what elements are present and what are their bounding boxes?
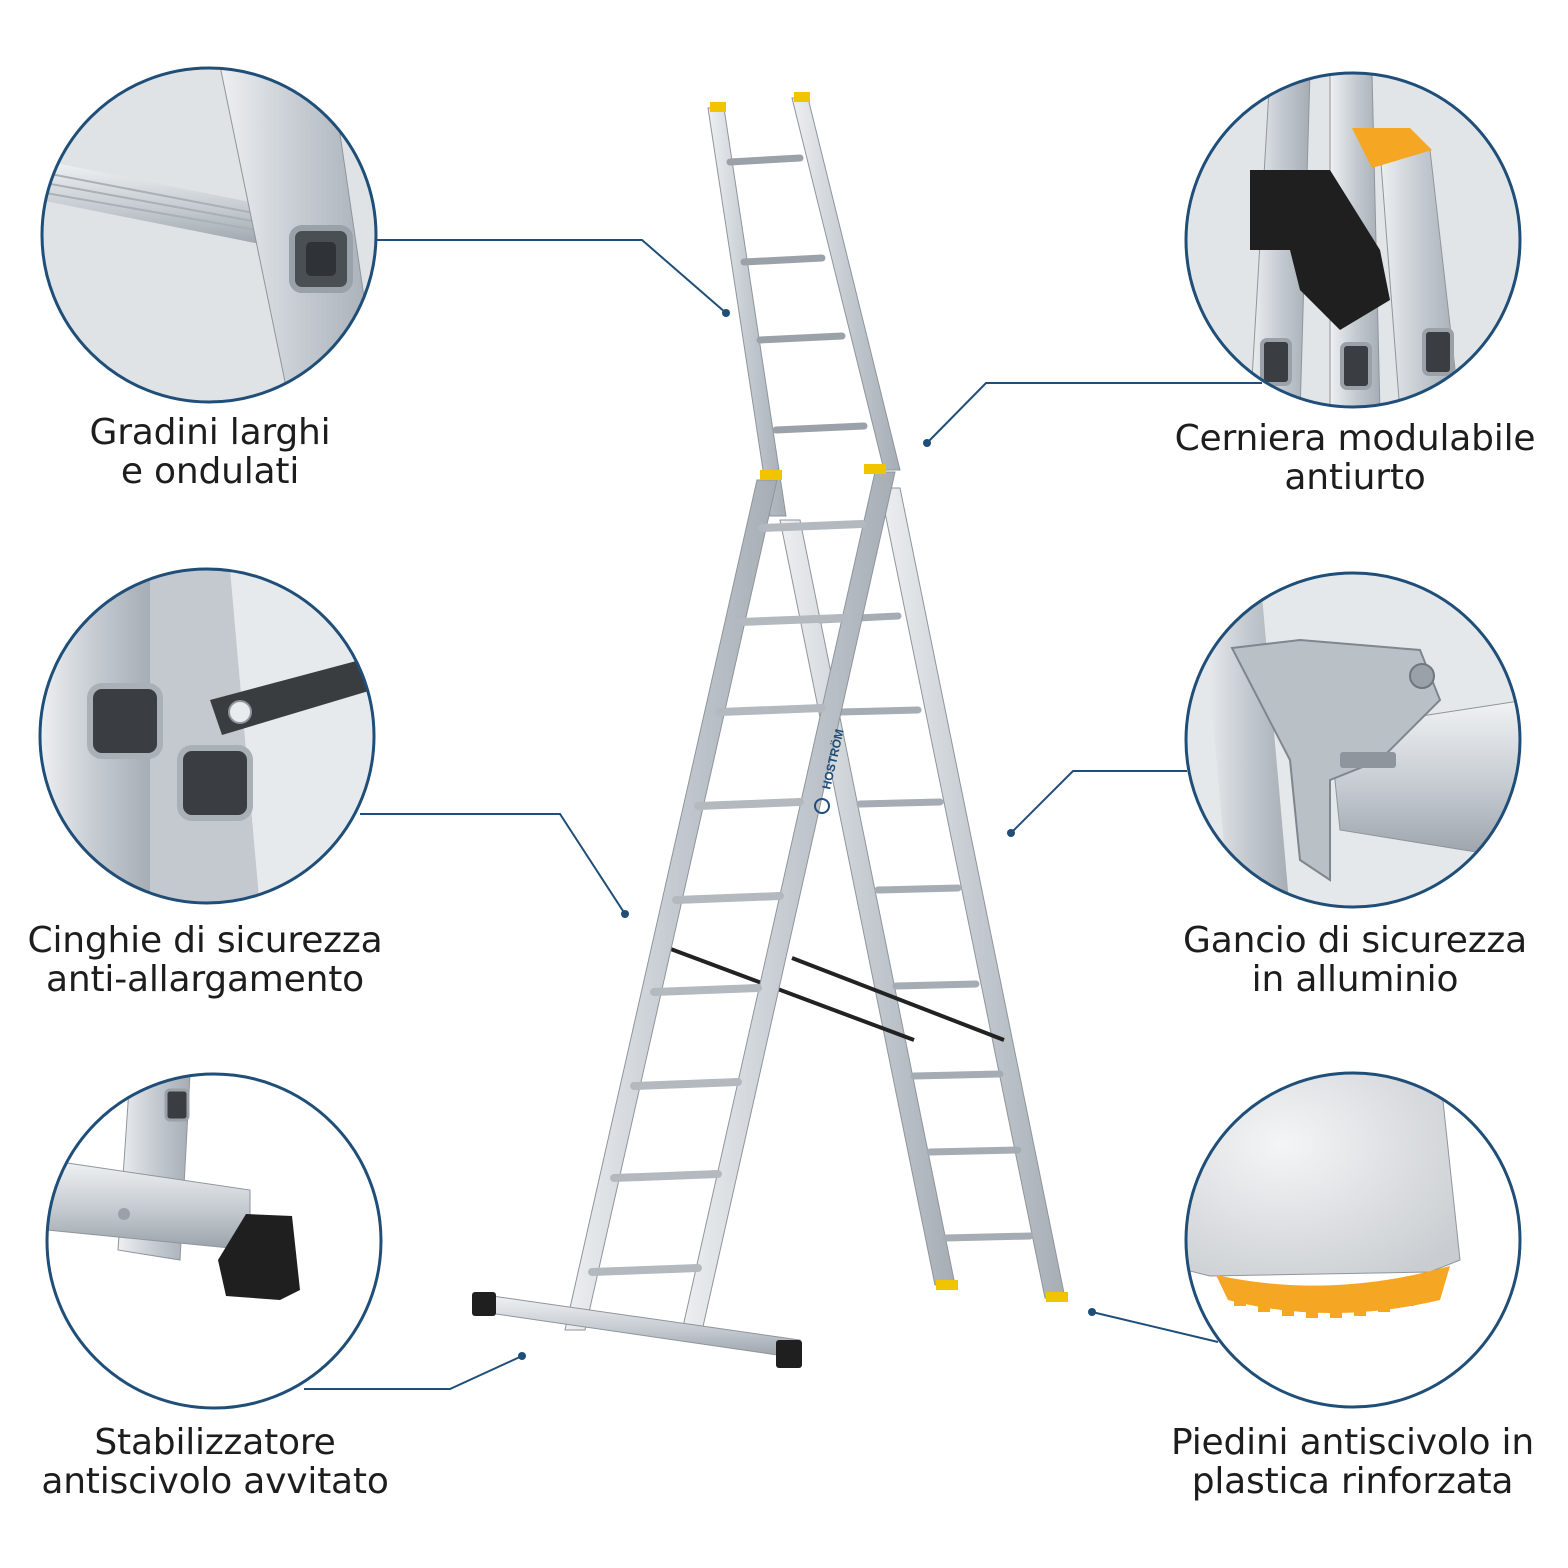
leader-dots — [518, 309, 1096, 1360]
leader-line-hook — [1010, 770, 1187, 834]
caption-safety-hook: Gancio di sicurezza in alluminio — [1160, 921, 1550, 999]
ladder-illustration: HOSTRÖM — [472, 92, 1068, 1368]
detail-circle-hinge — [1184, 71, 1522, 409]
caption-line-1: Cinghie di sicurezza — [27, 920, 383, 961]
leader-line-rungs — [376, 239, 727, 314]
caption-line-1: Cerniera modulabile — [1174, 418, 1536, 459]
detail-circle-rungs — [40, 66, 378, 404]
caption-line-2: plastica rinforzata — [1191, 1461, 1514, 1502]
stabilizer-bar — [472, 1292, 802, 1368]
ladder-front-section: HOSTRÖM — [564, 464, 896, 1341]
leader-line-hinge — [926, 382, 1262, 444]
caption-hinge: Cerniera modulabile antiurto — [1160, 419, 1550, 497]
caption-line-1: Piedini antiscivolo in — [1171, 1422, 1534, 1463]
detail-circle-hook — [1184, 571, 1522, 909]
ladder-rear-section — [779, 487, 1068, 1302]
leader-lines — [304, 239, 1262, 1390]
ladder-top-section — [707, 92, 901, 517]
caption-line-1: Gradini larghi — [89, 412, 331, 453]
spreader-straps — [659, 943, 1005, 1042]
caption-anti-slip-feet: Piedini antiscivolo in plastica rinforza… — [1150, 1423, 1555, 1501]
caption-line-2: antiscivolo avvitato — [41, 1461, 389, 1502]
leader-line-stabilizer — [304, 1355, 523, 1390]
caption-safety-straps: Cinghie di sicurezza anti-allargamento — [10, 921, 400, 999]
caption-stabilizer: Stabilizzatore antiscivolo avvitato — [20, 1423, 410, 1501]
detail-circle-strap — [38, 567, 376, 905]
caption-line-2: e ondulati — [120, 451, 300, 492]
leader-line-foot — [1091, 1311, 1219, 1343]
caption-line-1: Stabilizzatore — [94, 1422, 336, 1463]
caption-line-1: Gancio di sicurezza — [1183, 920, 1527, 961]
detail-circle-stabilizer — [45, 1072, 383, 1410]
caption-line-2: antiurto — [1284, 457, 1426, 498]
caption-line-2: in alluminio — [1251, 959, 1459, 1000]
caption-wide-rungs: Gradini larghi e ondulati — [40, 413, 380, 491]
caption-line-2: anti-allargamento — [46, 959, 364, 1000]
detail-circle-foot — [1184, 1071, 1522, 1409]
leader-line-strap — [360, 813, 626, 915]
